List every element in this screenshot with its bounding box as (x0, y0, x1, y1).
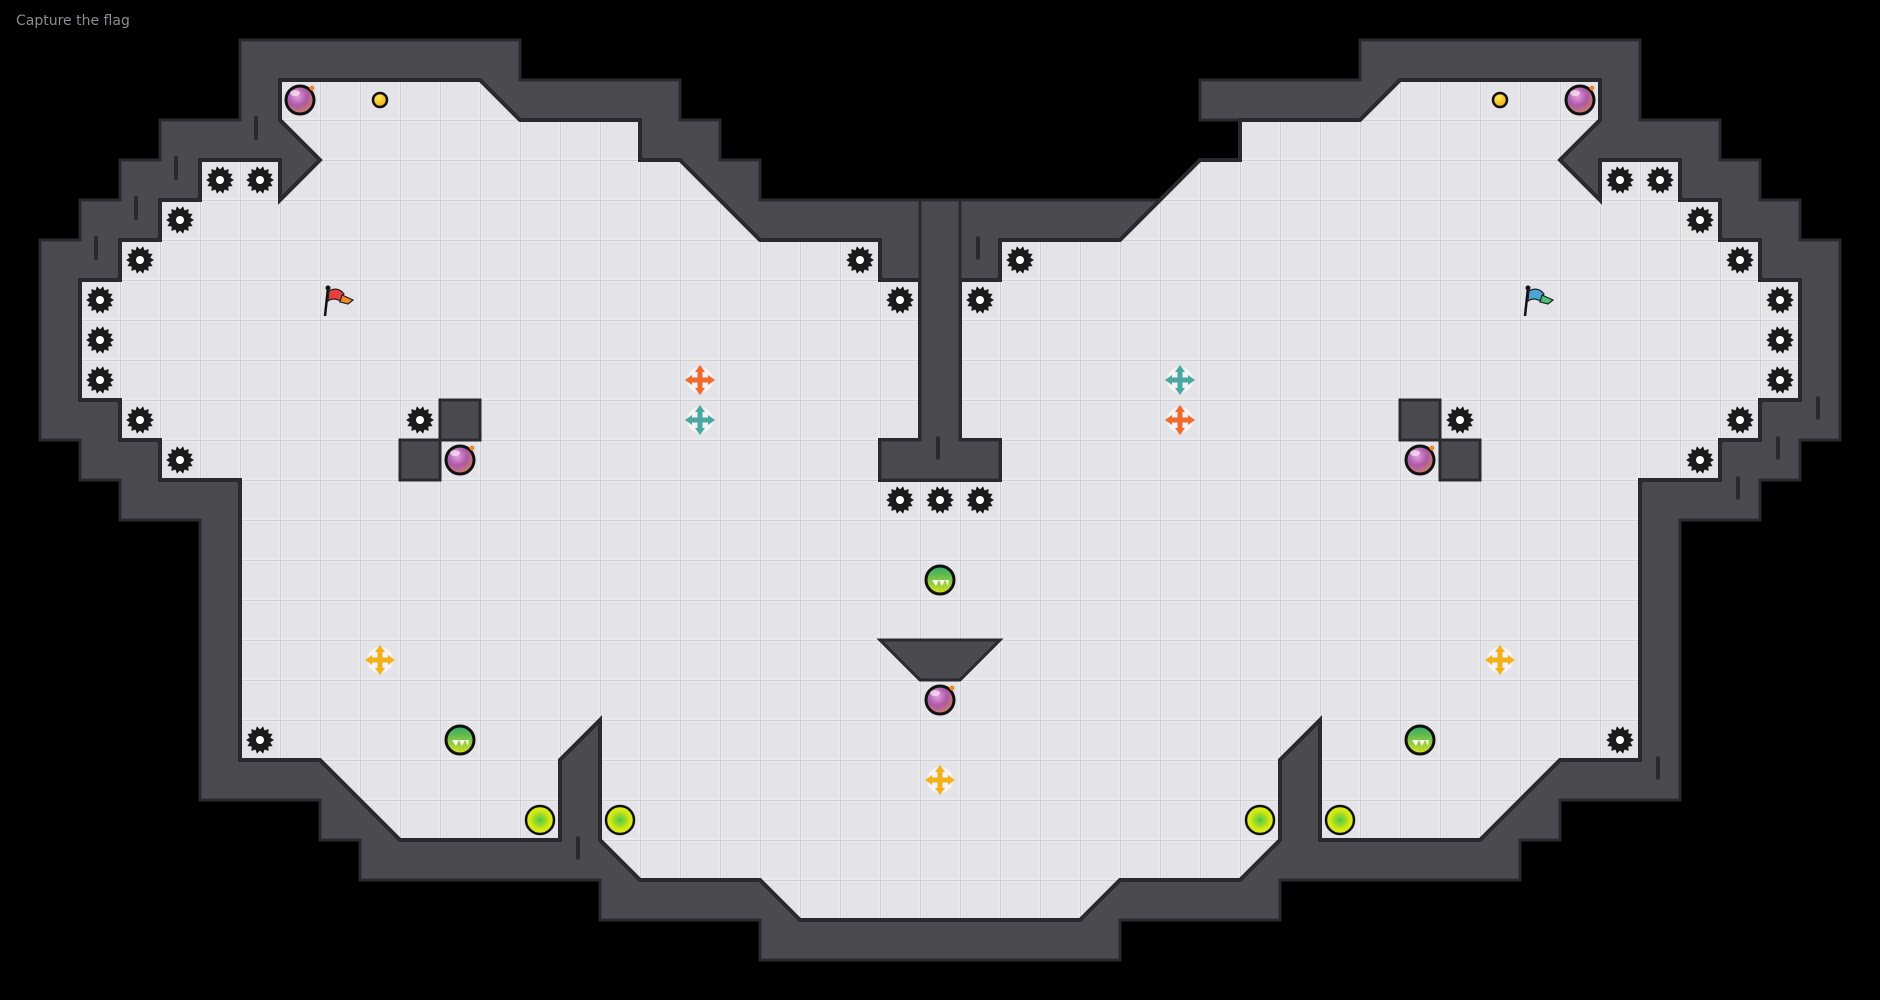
spike-saw-icon (1726, 406, 1754, 434)
spike-saw-icon (126, 406, 154, 434)
spike-saw-icon (1766, 326, 1794, 354)
boost-orb-icon (524, 804, 556, 836)
center-funnel-wall (876, 638, 1004, 682)
wall-cracks (94, 116, 1820, 860)
coin-icon (371, 91, 389, 109)
bomb-icon (1564, 84, 1596, 116)
spike-saw-icon (86, 326, 114, 354)
move-arrows-orange-icon (685, 365, 715, 395)
move-arrows-teal-icon (1165, 365, 1195, 395)
bomb-icon (924, 684, 956, 716)
spike-saw-icon (846, 246, 874, 274)
move-arrows-teal-icon (685, 405, 715, 435)
spike-saw-icon (966, 486, 994, 514)
shield-orb-icon (924, 564, 956, 596)
spike-saw-icon (1606, 726, 1634, 754)
item-layer (284, 84, 1596, 836)
spike-saw-icon (1646, 166, 1674, 194)
spike-saw-icon (246, 726, 274, 754)
red-flag-icon (323, 285, 355, 317)
boost-orb-icon (604, 804, 636, 836)
coin-icon (1491, 91, 1509, 109)
spike-saw-icon (1686, 446, 1714, 474)
bomb-icon (1404, 444, 1436, 476)
spike-saw-icon (86, 366, 114, 394)
spike-saw-icon (1766, 286, 1794, 314)
spike-saw-icon (126, 246, 154, 274)
flag-layer (323, 285, 1555, 317)
center-divider-wall (878, 198, 1002, 482)
wall-block (398, 438, 442, 482)
spike-saw-icon (246, 166, 274, 194)
boost-orb-icon (1244, 804, 1276, 836)
spike-saw-icon (406, 406, 434, 434)
spike-saw-icon (926, 486, 954, 514)
bomb-icon (284, 84, 316, 116)
spike-saw-icon (206, 166, 234, 194)
move-arrows-orange-icon (1165, 405, 1195, 435)
spike-saw-icon (1726, 246, 1754, 274)
move-arrows-yellow-icon (1485, 645, 1515, 675)
wall-block (1398, 398, 1442, 442)
spike-saw-icon (86, 286, 114, 314)
move-arrows-yellow-icon (925, 765, 955, 795)
blue-flag-icon (1523, 285, 1555, 317)
wall-block (438, 398, 482, 442)
spike-saw-icon (886, 486, 914, 514)
spike-layer (86, 166, 1794, 754)
shield-orb-icon (444, 724, 476, 756)
spike-saw-icon (166, 206, 194, 234)
spike-saw-icon (1686, 206, 1714, 234)
spike-saw-icon (1006, 246, 1034, 274)
bomb-icon (444, 444, 476, 476)
game-mode: Capture the flag (16, 13, 130, 29)
boost-orb-icon (1324, 804, 1356, 836)
shield-orb-icon (1404, 724, 1436, 756)
spike-saw-icon (1446, 406, 1474, 434)
wall-block (1438, 438, 1482, 482)
move-arrows-yellow-icon (365, 645, 395, 675)
spike-saw-icon (1606, 166, 1634, 194)
spike-saw-icon (966, 286, 994, 314)
spike-saw-icon (166, 446, 194, 474)
interior-walls (398, 198, 1482, 682)
spike-saw-icon (886, 286, 914, 314)
spike-saw-icon (1766, 366, 1794, 394)
